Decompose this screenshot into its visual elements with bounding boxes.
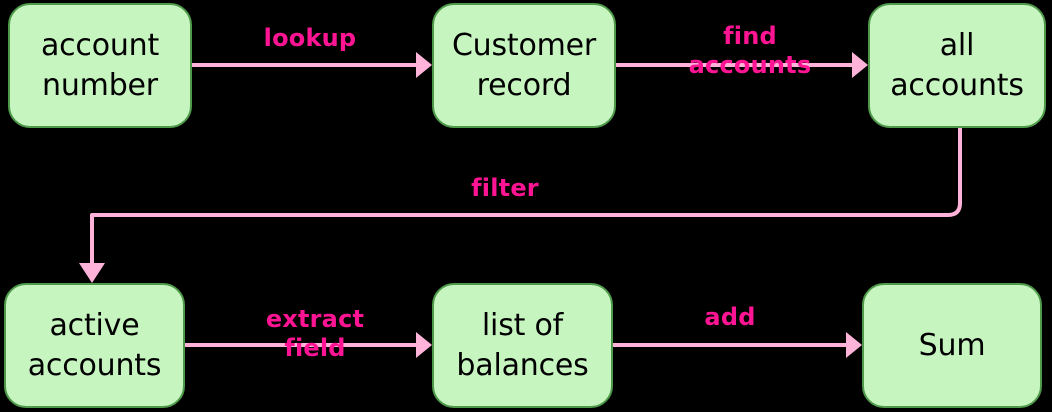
- node-all-accounts[interactable]: all accounts: [868, 3, 1046, 128]
- edge-filter: [79, 128, 962, 283]
- node-sum[interactable]: Sum: [862, 283, 1042, 408]
- edge-label-lookup: lookup: [263, 24, 357, 52]
- edge-label-find-accounts: find accounts: [688, 22, 812, 80]
- edge-extract-field-arrowhead: [416, 332, 432, 358]
- node-customer-record[interactable]: Customer record: [432, 3, 616, 128]
- edge-add: [613, 332, 862, 358]
- edge-label-extract-field: extract field: [265, 305, 365, 363]
- edge-filter-arrowhead: [79, 263, 105, 283]
- node-list-of-balances[interactable]: list of balances: [432, 283, 613, 408]
- edge-lookup: [192, 52, 432, 78]
- edge-label-filter: filter: [471, 174, 539, 202]
- edge-lookup-arrowhead: [416, 52, 432, 78]
- edge-label-add: add: [704, 303, 756, 331]
- node-account-number[interactable]: account number: [8, 3, 192, 128]
- node-active-accounts[interactable]: active accounts: [4, 283, 185, 408]
- edge-add-arrowhead: [846, 332, 862, 358]
